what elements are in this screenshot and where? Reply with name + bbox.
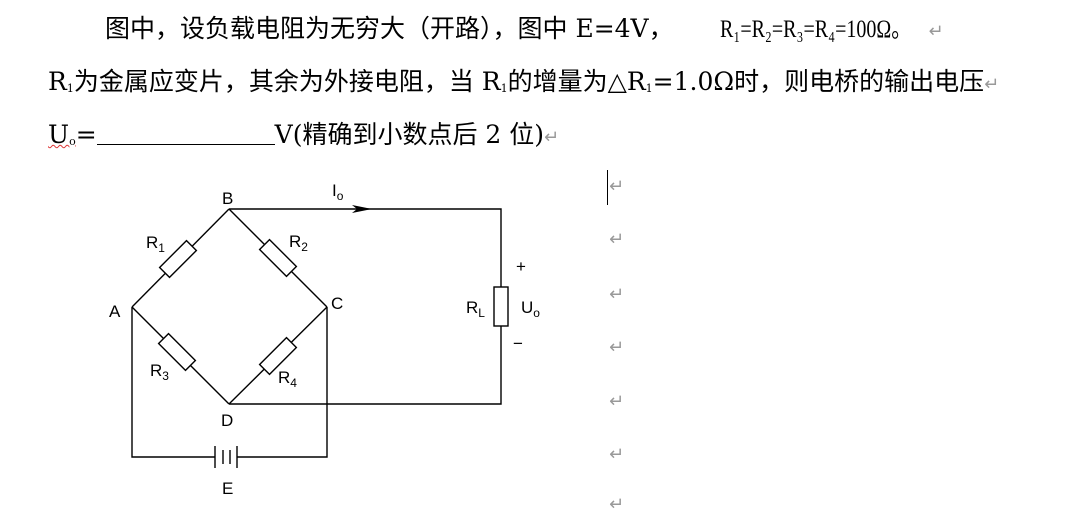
return-mark: ↵ xyxy=(984,74,1000,95)
answer-blank[interactable] xyxy=(96,120,275,145)
text: V(精确到小数点后 2 位) xyxy=(274,120,545,149)
plus-sign: + xyxy=(516,257,526,276)
resistor-r1 xyxy=(158,239,198,279)
return-mark: ↵ xyxy=(609,284,625,305)
return-mark: ↵ xyxy=(609,444,625,465)
node-b-label: B xyxy=(222,189,233,208)
text: = xyxy=(75,120,97,149)
resistor-r3 xyxy=(157,332,197,372)
rl-label: RL xyxy=(466,298,485,320)
r3-label: R3 xyxy=(150,361,169,383)
text: U xyxy=(48,120,70,149)
subscript: 1 xyxy=(66,82,74,95)
paragraph-line-2: R1为金属应变片，其余为外接电阻，当 R1的增量为△R1=1.0Ω时，则电桥的输… xyxy=(48,67,999,104)
text: 的增量为△R xyxy=(507,67,646,96)
source-e-label: E xyxy=(222,479,233,498)
minus-sign: − xyxy=(513,334,523,353)
return-mark: ↵ xyxy=(544,127,560,148)
text: R xyxy=(48,67,67,96)
wire-battery-c xyxy=(237,307,328,458)
r4-label: R4 xyxy=(278,368,297,390)
text: 为金属应变片，其余为外接电阻，当 R xyxy=(73,67,501,96)
text-cursor xyxy=(607,170,608,205)
paragraph-line-1: 图中，设负载电阻为无穷大（开路），图中 E=4V， R₁=R₂=R₃=R₄=10… xyxy=(105,14,944,47)
uo-label: Uo xyxy=(521,298,540,320)
r1-label: R1 xyxy=(146,233,165,255)
line1-text: 图中，设负载电阻为无穷大（开路），图中 E=4V， xyxy=(105,14,674,43)
node-d-label: D xyxy=(221,411,233,430)
resistor-r4 xyxy=(258,336,298,376)
text: =1.0Ω时，则电桥的输出电压 xyxy=(652,67,985,96)
current-arrow-icon xyxy=(352,205,372,213)
return-mark: ↵ xyxy=(928,21,944,42)
node-c-label: C xyxy=(331,294,343,313)
resistor-r2 xyxy=(258,238,298,278)
return-mark: ↵ xyxy=(609,391,625,412)
subscript: 1 xyxy=(645,82,653,95)
resistor-rl xyxy=(493,286,509,327)
paragraph-line-3: Uo= V(精确到小数点后 2 位)↵ xyxy=(48,120,559,157)
r2-label: R2 xyxy=(289,232,308,254)
return-mark: ↵ xyxy=(609,337,625,358)
return-mark: ↵ xyxy=(609,176,625,197)
io-label: Io xyxy=(332,181,344,203)
node-a-label: A xyxy=(109,302,121,321)
subscript: 1 xyxy=(500,82,508,95)
resistor-values: R₁=R₂=R₃=R₄=100Ω。 xyxy=(719,16,911,43)
wire-rl-d xyxy=(229,326,502,405)
uo-label: Uo xyxy=(48,120,76,149)
wire-b-rl xyxy=(229,208,502,287)
subscript: o xyxy=(69,135,76,148)
return-mark: ↵ xyxy=(609,229,625,250)
return-mark: ↵ xyxy=(609,494,625,515)
wire-a-battery xyxy=(131,307,215,458)
